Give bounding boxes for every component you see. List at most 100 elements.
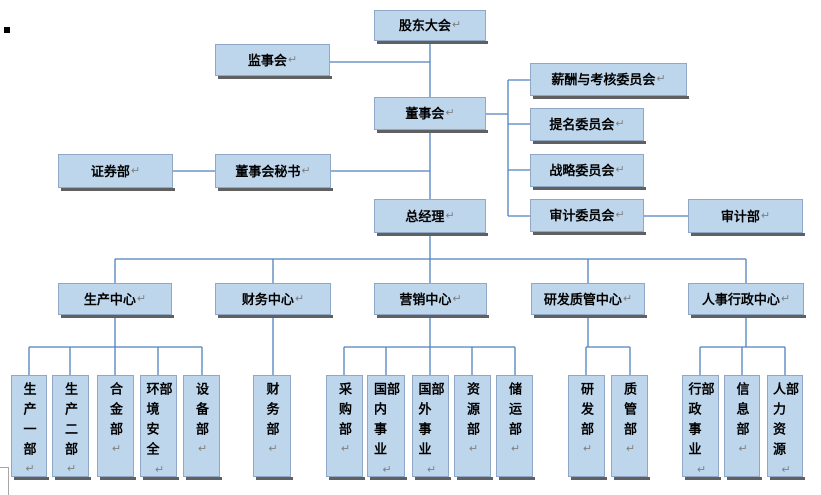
node-audit-committee: 审计委员会↵ [530, 199, 646, 235]
node-equipment-dept: 设备部↵ [183, 375, 222, 480]
node-rd-dept: 研发部↵ [568, 375, 607, 480]
paragraph-return-mark: ↵ [452, 292, 462, 305]
node-label: 研发部 [579, 382, 594, 442]
node-supervisory-board: 监事会↵ [215, 44, 332, 79]
node-hr-admin-center: 人事行政中心↵ [688, 283, 806, 318]
node-label: 总经理 [405, 208, 445, 224]
document-anchor-mark [4, 27, 10, 33]
paragraph-return-mark: ↵ [624, 442, 636, 455]
paragraph-return-mark: ↵ [110, 442, 122, 455]
node-label: 董事会秘书 [235, 163, 301, 179]
node-securities-dept: 证券部↵ [58, 154, 175, 191]
paragraph-return-mark: ↵ [615, 118, 625, 130]
node-label: 生产中心 [83, 291, 136, 307]
node-strategy-committee: 战略委员会↵ [530, 154, 646, 190]
paragraph-return-mark: ↵ [467, 442, 479, 455]
node-label: 财务部 [264, 382, 280, 442]
paragraph-return-mark: ↵ [380, 463, 393, 476]
paragraph-return-mark: ↵ [622, 292, 633, 305]
paragraph-return-mark: ↵ [153, 463, 165, 476]
node-label: 研发质管中心 [543, 291, 622, 307]
node-label: 设备部 [194, 382, 209, 442]
paragraph-return-mark: ↵ [136, 292, 147, 305]
paragraph-return-mark: ↵ [779, 463, 792, 476]
node-shareholders-meeting: 股东大会↵ [374, 10, 488, 44]
paragraph-return-mark: ↵ [287, 53, 298, 66]
node-label: 营销中心 [399, 291, 452, 307]
node-board-secretary: 董事会秘书↵ [215, 154, 333, 191]
node-label: 资源部 [465, 382, 480, 442]
paragraph-return-mark: ↵ [780, 292, 791, 305]
node-general-manager: 总经理↵ [374, 199, 488, 236]
node-rd-quality-center: 研发质管中心↵ [531, 283, 647, 318]
page-frame-corner-horizontal [0, 467, 9, 468]
paragraph-return-mark: ↵ [301, 164, 311, 177]
paragraph-return-mark: ↵ [445, 209, 455, 222]
node-label: 审计部 [720, 208, 760, 224]
node-hr-dept: 人力资源部↵ [767, 375, 805, 480]
node-admin-business-dept: 行政事业部↵ [682, 375, 721, 480]
node-label: 生产二部 [63, 382, 78, 462]
paragraph-return-mark: ↵ [695, 463, 707, 476]
node-label: 证券部 [90, 163, 130, 179]
paragraph-return-mark: ↵ [509, 442, 521, 455]
node-label: 股东大会 [398, 18, 451, 33]
node-production-dept-2: 生产二部↵ [52, 375, 91, 480]
node-nomination-committee: 提名委员会↵ [530, 108, 646, 144]
paragraph-return-mark: ↵ [339, 442, 351, 455]
node-label: 监事会 [247, 52, 287, 68]
paragraph-return-mark: ↵ [196, 442, 208, 455]
paragraph-return-mark: ↵ [425, 463, 437, 476]
paragraph-return-mark: ↵ [451, 19, 462, 31]
page-frame-corner-vertical [8, 467, 9, 495]
node-label: 环境安全部 [144, 382, 173, 462]
node-label: 财务中心 [241, 291, 294, 307]
node-production-center: 生产中心↵ [58, 283, 174, 318]
node-label: 质管部 [622, 382, 637, 442]
node-label: 董事会 [405, 106, 445, 121]
paragraph-return-mark: ↵ [65, 462, 77, 475]
node-storage-transport-dept: 储运部↵ [496, 375, 535, 480]
node-label: 采购部 [337, 382, 352, 442]
node-resources-dept: 资源部↵ [454, 375, 493, 480]
paragraph-return-mark: ↵ [23, 462, 36, 475]
paragraph-return-mark: ↵ [615, 164, 625, 176]
node-quality-dept: 质管部↵ [611, 375, 650, 480]
connector-paths [28, 41, 786, 375]
node-label: 薪酬与考核委员会 [551, 72, 656, 87]
node-purchasing-dept: 采购部↵ [326, 375, 365, 480]
node-label: 审计委员会 [549, 208, 615, 223]
paragraph-return-mark: ↵ [581, 442, 593, 455]
paragraph-return-mark: ↵ [445, 107, 455, 119]
paragraph-return-mark: ↵ [656, 73, 666, 85]
node-label: 国外事业部 [416, 382, 445, 462]
node-finance-center: 财务中心↵ [215, 283, 333, 318]
node-label: 信息部 [734, 382, 750, 442]
node-label: 国内事业部 [372, 382, 400, 462]
node-label: 行政事业部 [686, 382, 715, 462]
paragraph-return-mark: ↵ [130, 164, 141, 177]
node-label: 储运部 [507, 382, 522, 442]
node-production-dept-1: 生产一部↵ [11, 375, 49, 480]
paragraph-return-mark: ↵ [615, 209, 625, 221]
paragraph-return-mark: ↵ [294, 292, 305, 305]
paragraph-return-mark: ↵ [736, 442, 749, 455]
node-information-dept: 信息部↵ [724, 375, 762, 480]
node-label: 人力资源部 [771, 382, 799, 462]
node-marketing-center: 营销中心↵ [374, 283, 489, 318]
node-label: 合金部 [108, 382, 123, 442]
node-environment-safety-dept: 环境安全部↵ [140, 375, 179, 480]
paragraph-return-mark: ↵ [760, 209, 771, 222]
node-alloy-dept: 合金部↵ [97, 375, 136, 480]
paragraph-return-mark: ↵ [266, 442, 279, 455]
node-label: 生产一部 [21, 382, 37, 462]
node-domestic-business-dept: 国内事业部↵ [367, 375, 407, 480]
node-label: 提名委员会 [549, 117, 615, 132]
node-label: 人事行政中心 [701, 291, 780, 307]
node-board-of-directors: 董事会↵ [374, 97, 488, 133]
node-compensation-assessment-committee: 薪酬与考核委员会↵ [530, 63, 689, 99]
node-label: 战略委员会 [549, 163, 615, 178]
node-finance-dept: 财务部↵ [253, 375, 293, 480]
